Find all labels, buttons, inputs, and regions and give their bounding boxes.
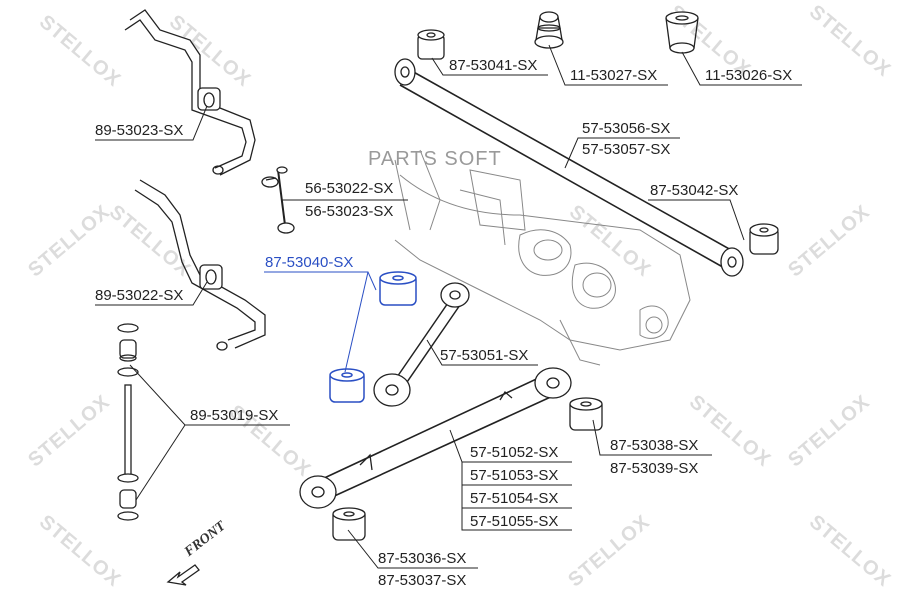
part-label-56-53022[interactable]: 56-53022-SX — [305, 180, 394, 197]
part-label-56-53023[interactable]: 56-53023-SX — [305, 203, 394, 220]
part-label-87-53042[interactable]: 87-53042-SX — [650, 182, 739, 199]
bushing-87-53038 — [569, 397, 603, 431]
link-89-53019 — [117, 323, 139, 521]
upper-control-arm — [394, 58, 744, 277]
part-label-89-53019[interactable]: 89-53019-SX — [190, 407, 279, 424]
part-label-57-51053[interactable]: 57-51053-SX — [470, 467, 559, 484]
stabilizer-bar-upper — [124, 9, 256, 176]
bushing-87-53040-top — [379, 271, 417, 306]
part-label-11-53026[interactable]: 11-53026-SX — [705, 67, 793, 84]
part-label-87-53038[interactable]: 87-53038-SX — [610, 437, 699, 454]
bump-stop-11-53027 — [534, 11, 564, 49]
boot-11-53026 — [665, 11, 699, 54]
front-arrow — [166, 564, 200, 586]
part-label-89-53022[interactable]: 89-53022-SX — [95, 287, 184, 304]
leader-lines — [95, 44, 802, 569]
part-label-11-53027[interactable]: 11-53027-SX — [570, 67, 658, 84]
stabilizer-link — [261, 166, 295, 234]
stabilizer-bar-lower — [134, 179, 266, 351]
part-label-57-53056[interactable]: 57-53056-SX — [582, 120, 671, 137]
part-label-87-53039[interactable]: 87-53039-SX — [610, 460, 699, 477]
part-label-87-53037[interactable]: 87-53037-SX — [378, 572, 467, 589]
part-label-57-53051[interactable]: 57-53051-SX — [440, 347, 529, 364]
part-label-87-53036[interactable]: 87-53036-SX — [378, 550, 467, 567]
bushing-87-53042 — [749, 223, 779, 255]
lower-control-arm — [299, 367, 572, 509]
lateral-rod — [373, 282, 470, 407]
part-label-87-53040[interactable]: 87-53040-SX — [265, 254, 354, 271]
part-label-57-51055[interactable]: 57-51055-SX — [470, 513, 559, 530]
rear-axle-housing — [394, 149, 691, 366]
part-label-87-53041[interactable]: 87-53041-SX — [449, 57, 538, 74]
bushing-87-53040-bottom — [329, 368, 365, 403]
bushing-87-53041 — [417, 29, 445, 60]
parts-soft-watermark: PARTS SOFT — [368, 148, 502, 170]
part-label-89-53023[interactable]: 89-53023-SX — [95, 122, 184, 139]
part-label-57-53057[interactable]: 57-53057-SX — [582, 141, 671, 158]
part-label-57-51054[interactable]: 57-51054-SX — [470, 490, 559, 507]
bushing-87-53036 — [332, 507, 366, 541]
part-label-57-51052[interactable]: 57-51052-SX — [470, 444, 559, 461]
